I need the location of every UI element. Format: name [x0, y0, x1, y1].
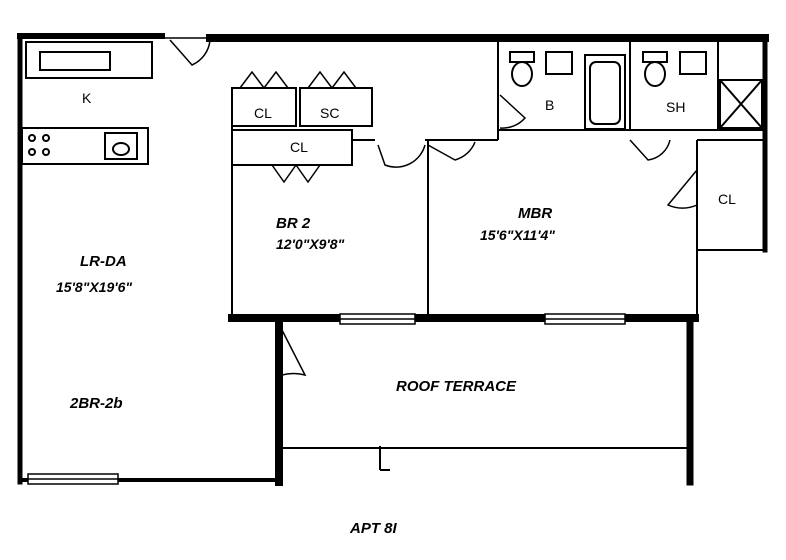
room-name-master: MBR	[518, 205, 552, 222]
label-closet-2: CL	[290, 139, 308, 155]
label-closet-1: CL	[254, 105, 272, 121]
label-kitchen: K	[82, 90, 92, 106]
interior-walls	[21, 38, 765, 471]
room-name-terrace: ROOF TERRACE	[396, 378, 517, 395]
room-dims-master: 15'6"X11'4"	[480, 227, 555, 243]
apartment-title: APT 8I	[349, 520, 398, 537]
room-dims-bedroom2: 12'0"X9'8"	[276, 236, 345, 252]
windows	[27, 313, 626, 485]
label-master-closet: CL	[718, 191, 736, 207]
exterior-walls	[17, 33, 769, 486]
label-shower-bath: SH	[666, 99, 685, 115]
label-bath: B	[545, 97, 554, 113]
label-storage-closet: SC	[320, 105, 339, 121]
unit-type-label: 2BR-2b	[69, 395, 123, 412]
door-swings	[162, 37, 698, 377]
room-dims-living: 15'8"X19'6"	[56, 279, 132, 295]
room-name-bedroom2: BR 2	[276, 215, 311, 232]
room-name-living: LR-DA	[80, 253, 127, 270]
